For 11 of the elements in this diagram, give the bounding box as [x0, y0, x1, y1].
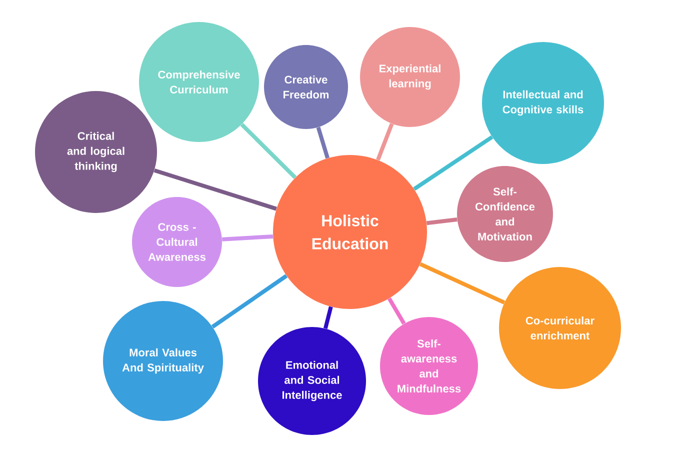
- connector-line: [426, 218, 458, 226]
- connector-line: [316, 126, 330, 159]
- connector-line: [154, 168, 277, 211]
- connector-line: [240, 123, 297, 179]
- connector-line: [387, 297, 406, 325]
- connector-line: [413, 135, 494, 191]
- connector-line: [419, 262, 506, 304]
- connector-line: [323, 306, 333, 329]
- connector-line: [211, 274, 288, 328]
- connector-line: [222, 234, 274, 242]
- connector-line: [376, 123, 394, 161]
